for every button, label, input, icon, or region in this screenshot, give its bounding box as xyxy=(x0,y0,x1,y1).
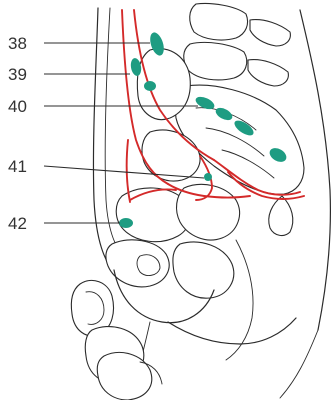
vertebra-l4 xyxy=(190,3,248,40)
callout-label-41: 41 xyxy=(8,157,27,176)
external-genitalia xyxy=(71,280,162,400)
pelvic-floor-line xyxy=(168,318,296,344)
spinous-process-upper xyxy=(250,20,290,46)
callout-label-39: 39 xyxy=(8,65,27,84)
callout-label-38: 38 xyxy=(8,34,27,53)
lymph-node-inguinal xyxy=(119,218,133,228)
lymph-node-internal-iliac xyxy=(204,173,212,181)
callout-labels: 38 39 40 41 42 xyxy=(8,34,27,233)
rectum-outline xyxy=(226,240,253,360)
vertebra-l5 xyxy=(184,42,247,80)
gluteal-contour xyxy=(280,330,318,398)
anterior-abdominal-wall xyxy=(93,8,118,278)
lymph-node-external-iliac-lower xyxy=(144,81,156,91)
callout-label-40: 40 xyxy=(8,97,27,116)
posterior-skin-line xyxy=(300,10,330,330)
ischium xyxy=(173,242,234,298)
spinous-process-lower xyxy=(248,60,288,86)
coccyx xyxy=(269,196,293,235)
callout-label-42: 42 xyxy=(8,214,27,233)
